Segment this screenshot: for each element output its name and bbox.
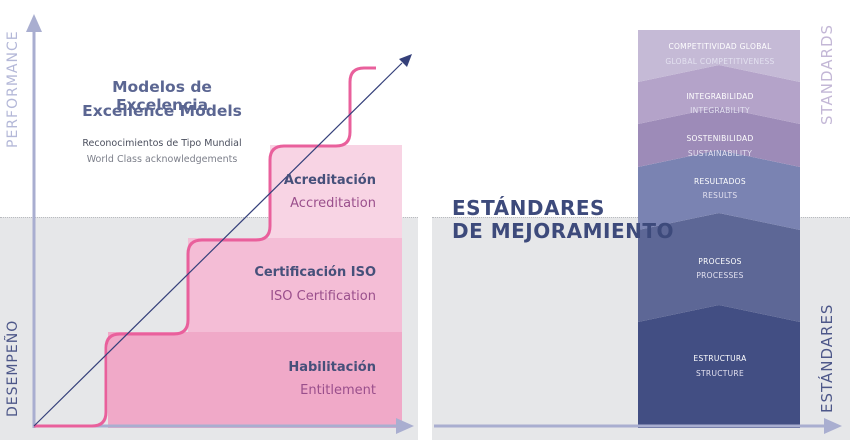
step-label-certificacion: Certificación ISO bbox=[254, 265, 376, 280]
step-block-acreditacion bbox=[270, 145, 402, 238]
tower-label-sostenibilidad: SOSTENIBILIDAD bbox=[686, 134, 754, 143]
tower-sublabel-global-competitiveness: GLOBAL COMPETITIVENESS bbox=[665, 57, 775, 66]
tower-label-estructura: ESTRUCTURA bbox=[693, 354, 747, 363]
tower-layer-sostenibilidad bbox=[638, 107, 800, 167]
tower-layer-resultados bbox=[638, 150, 800, 230]
left-divider bbox=[0, 217, 418, 218]
standards-title-line2: DE MEJORAMIENTO bbox=[452, 219, 675, 243]
tower-layer-estructura bbox=[638, 305, 800, 428]
step-block-certificacion bbox=[188, 238, 402, 332]
standards-tower-diagram bbox=[434, 30, 842, 434]
tower-label-procesos: PROCESOS bbox=[698, 257, 742, 266]
axis-label-performance: PERFORMANCE bbox=[5, 30, 21, 148]
tower-layer-competitividad bbox=[638, 30, 800, 82]
tower-sublabel-sustainability: SUSTAINABILITY bbox=[687, 149, 753, 158]
tower-label-resultados: RESULTADOS bbox=[694, 177, 746, 186]
step-sublabel-iso-certification: ISO Certification bbox=[270, 289, 376, 304]
tower-label-integrabilidad: INTEGRABILIDAD bbox=[686, 92, 754, 101]
tower-sublabel-structure: STRUCTURE bbox=[695, 369, 744, 378]
growth-arrow-head bbox=[399, 54, 412, 67]
subtitle-english: World Class acknowledgements bbox=[86, 154, 238, 165]
horizontal-axis-arrowhead bbox=[396, 418, 414, 434]
tower-sublabel-results: RESULTS bbox=[702, 191, 738, 200]
tower-label-competitividad: COMPETITIVIDAD GLOBAL bbox=[668, 42, 772, 51]
staircase-line bbox=[34, 66, 376, 428]
tower-sublabel-processes: PROCESSES bbox=[696, 271, 744, 280]
growth-arrow-line bbox=[33, 62, 403, 427]
axis-label-estandares: ESTÁNDARES bbox=[818, 303, 836, 413]
step-sublabel-accreditation: Accreditation bbox=[290, 196, 376, 211]
tower-layer-integrabilidad bbox=[638, 65, 800, 124]
step-label-habilitacion: Habilitación bbox=[288, 360, 376, 375]
axis-label-desempeno: DESEMPEÑO bbox=[5, 319, 21, 417]
title-spanish: Modelos de Excelencia bbox=[112, 78, 212, 114]
title-english: Excellence Models bbox=[82, 102, 242, 120]
vertical-axis-arrowhead bbox=[26, 14, 42, 32]
step-label-acreditacion: Acreditación bbox=[283, 173, 376, 188]
axis-label-standards: STANDARDS bbox=[818, 23, 836, 125]
standards-title-line1: ESTÁNDARES bbox=[452, 196, 605, 220]
step-sublabel-entitlement: Entitlement bbox=[300, 383, 376, 398]
step-block-habilitacion bbox=[108, 332, 402, 428]
right-horizontal-axis-arrowhead bbox=[824, 418, 842, 434]
tower-sublabel-integrability: INTEGRABILITY bbox=[690, 106, 750, 115]
subtitle-spanish: Reconocimientos de Tipo Mundial bbox=[82, 138, 242, 149]
tower-layer-procesos bbox=[638, 213, 800, 322]
excellence-staircase-diagram bbox=[26, 14, 414, 434]
